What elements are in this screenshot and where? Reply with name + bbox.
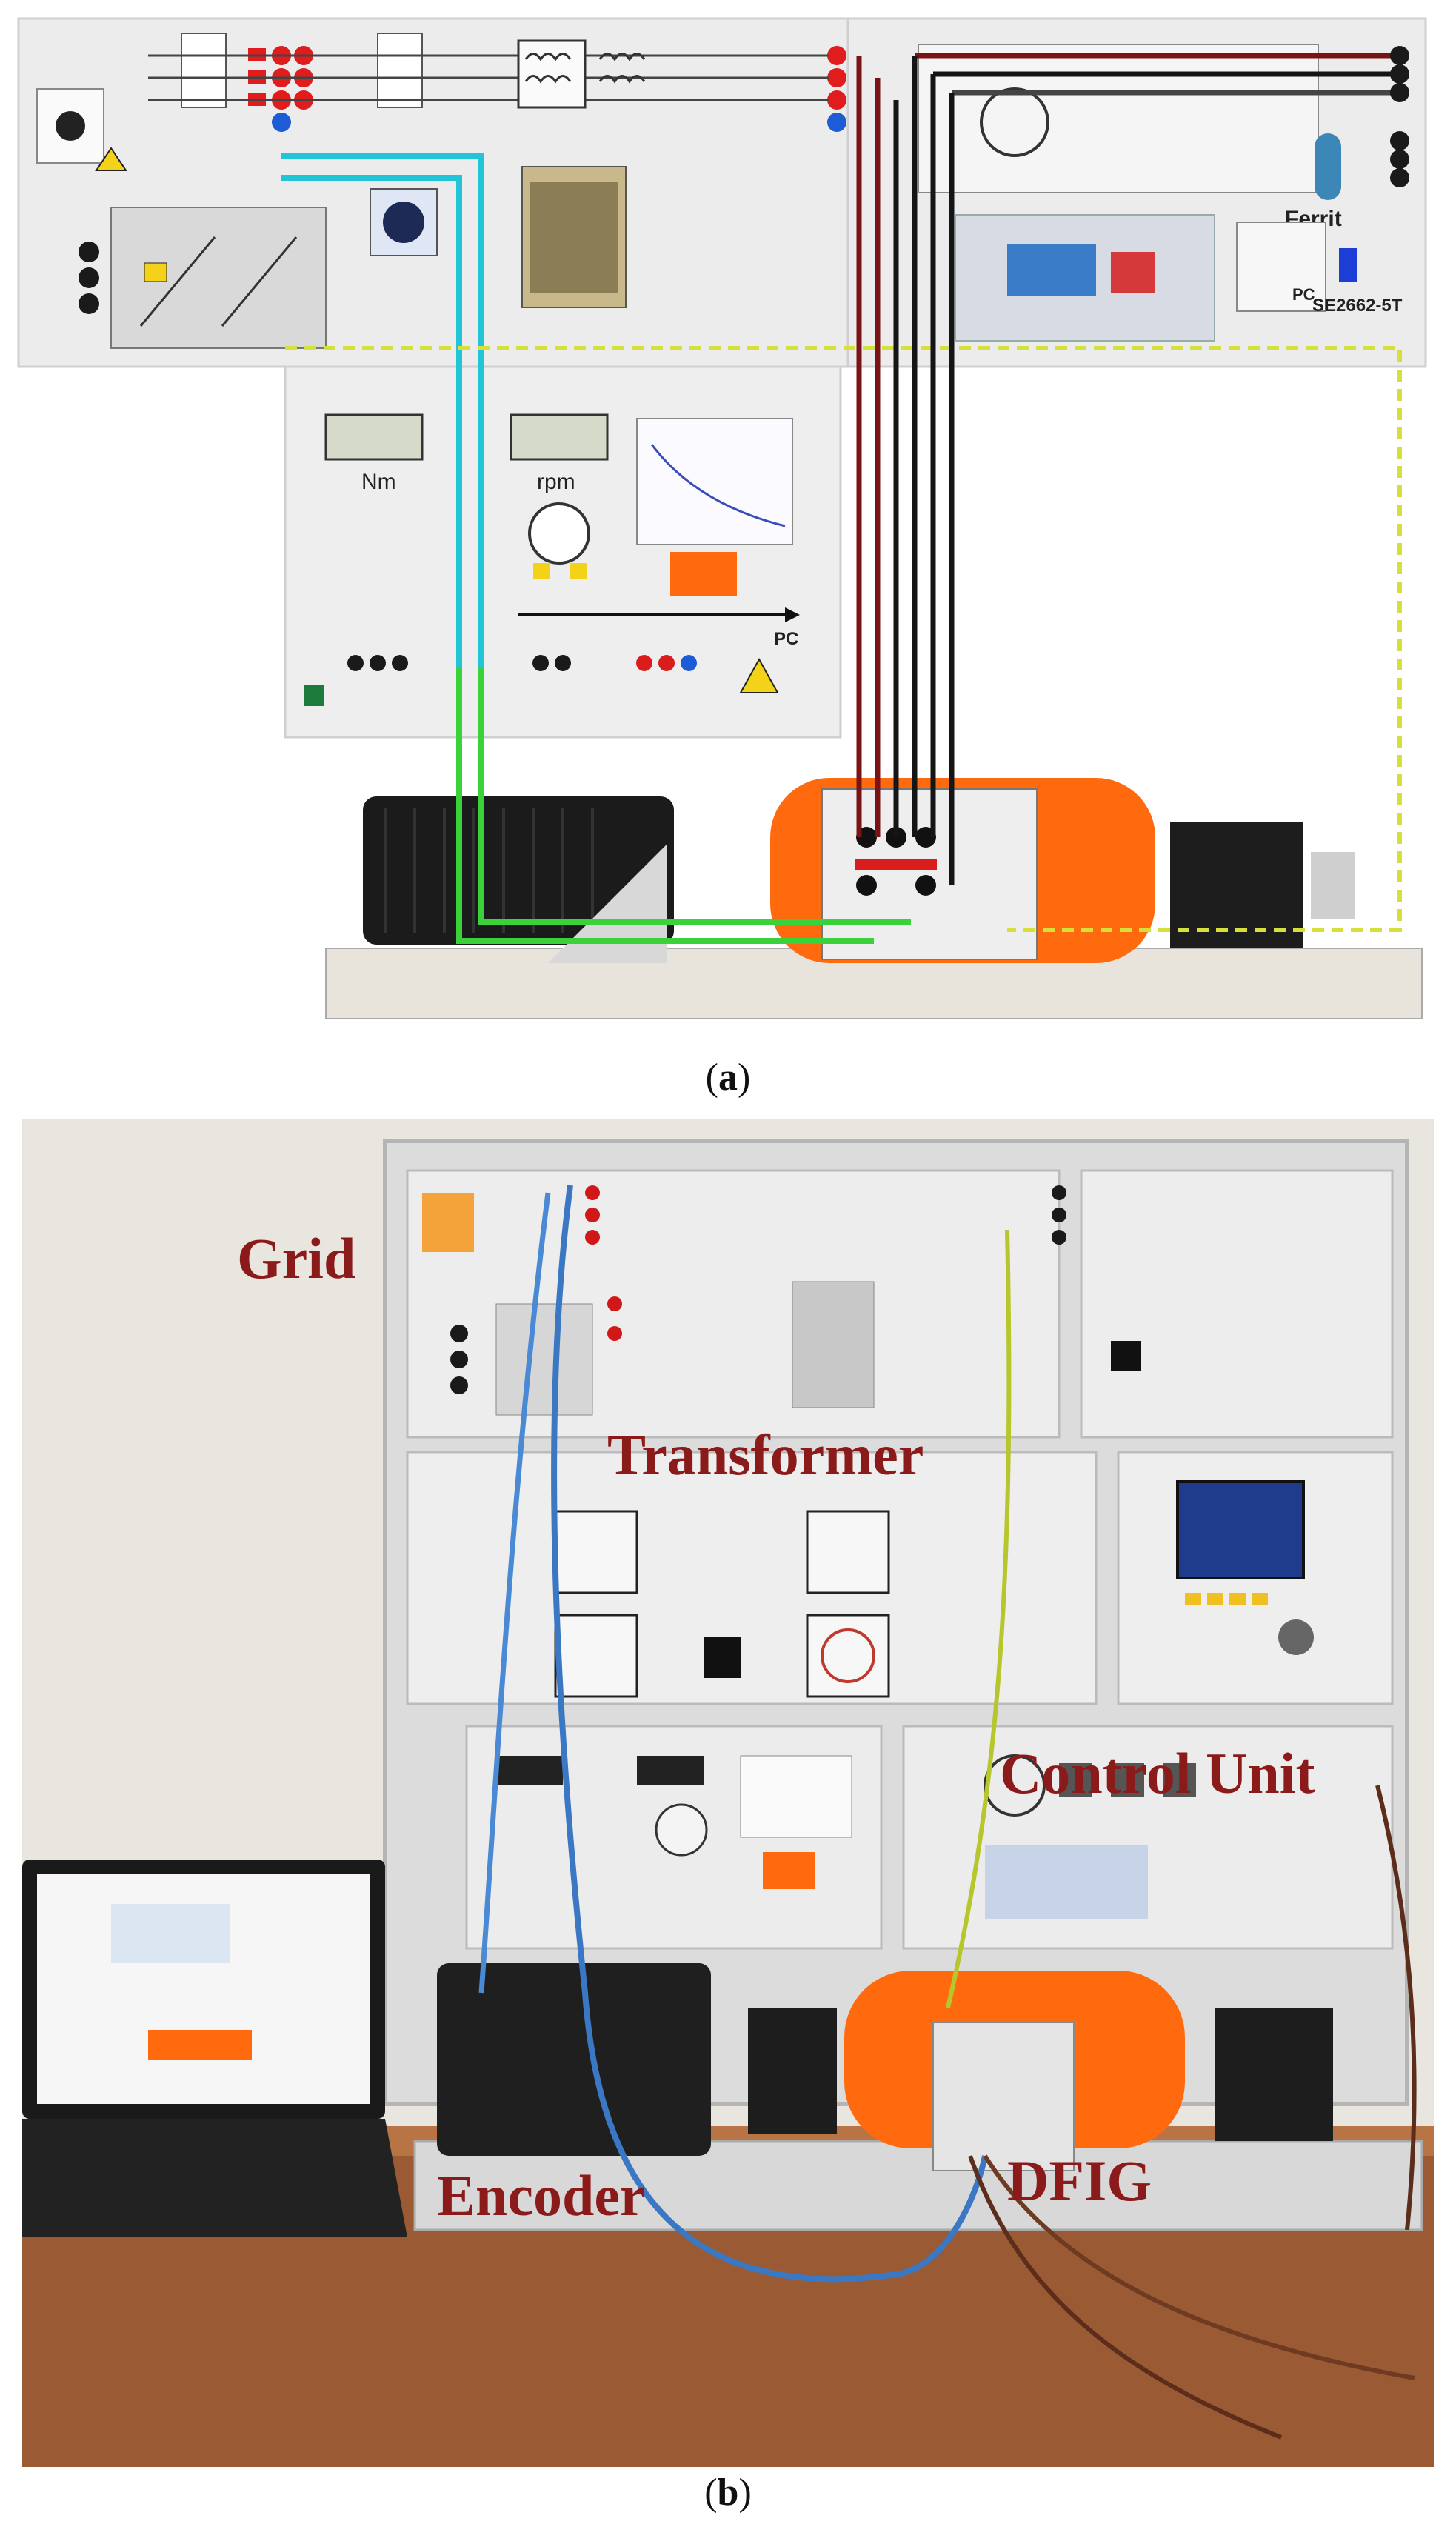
encoder-photo	[1215, 2008, 1333, 2141]
label-control-unit: Control Unit	[1000, 1741, 1315, 1805]
converter-block	[110, 207, 327, 349]
breaker-box	[181, 33, 227, 108]
cable-cyan	[281, 175, 462, 667]
breaker-box	[377, 33, 423, 108]
meter-panel	[406, 1451, 1098, 1705]
cable-green	[456, 667, 874, 944]
cable-blue	[551, 1185, 988, 2283]
encoder-shaft	[1311, 852, 1355, 919]
warning-icon	[739, 657, 779, 693]
control-knob-icon	[1278, 1619, 1314, 1655]
power-cables	[856, 53, 1400, 885]
analog-meter	[554, 1614, 638, 1698]
speed-knob-icon	[528, 502, 590, 565]
analog-meter	[554, 1510, 638, 1594]
pc-label-top: PC	[1292, 285, 1315, 304]
analog-meter	[806, 1614, 890, 1698]
terminal-group-lower	[347, 655, 571, 671]
servo-motor-photo	[437, 1963, 711, 2156]
terminal-blue	[827, 113, 846, 132]
warning-icon	[95, 147, 127, 171]
cable-yellow	[285, 346, 1402, 932]
label-encoder: Encoder	[437, 2163, 646, 2228]
torque-display	[324, 413, 424, 461]
transformer-photo	[792, 1281, 875, 1408]
terminal-group-black	[79, 242, 99, 314]
pc-interface	[1236, 222, 1326, 312]
pc-label-mid: PC	[774, 629, 798, 649]
sensor-label: SE2662-5T	[1312, 296, 1403, 316]
cable-brown	[1375, 1785, 1417, 2231]
figure-b-photo: Grid Transformer Control Unit Encoder DF…	[22, 1119, 1434, 2467]
cable-yellow-green	[946, 1229, 1012, 2008]
ferrite-core	[1315, 133, 1341, 200]
control-screen	[1176, 1480, 1305, 1579]
breaker-orange	[422, 1193, 474, 1252]
rotary-switch	[1111, 1341, 1141, 1371]
figure-a-schematic: Ferrit PC SE2662-5T Nm rpm PC	[17, 17, 1427, 1019]
transformer-coil-icon	[517, 39, 646, 109]
cable-brown	[983, 2154, 1415, 2380]
label-grid: Grid	[237, 1226, 355, 1291]
brake-unit-icon	[670, 552, 737, 596]
power-switch	[304, 685, 324, 706]
machine-symbol-icon	[980, 87, 1049, 157]
caption-a: (a)	[705, 1056, 751, 1099]
speed-unit-label: rpm	[537, 470, 575, 494]
cable-cyan	[281, 153, 484, 667]
encoder-housing	[1170, 822, 1303, 948]
sensor-probe-icon	[1339, 248, 1357, 282]
cable-green	[478, 667, 911, 925]
label-dfig: DFIG	[1007, 2148, 1152, 2213]
caption-b: (b)	[704, 2471, 752, 2514]
terminal-blue	[272, 113, 291, 132]
servo-motor	[363, 796, 674, 945]
coupling-guard	[748, 2008, 837, 2134]
selector-knob-icon	[383, 202, 424, 243]
cable-blue	[478, 1192, 551, 1994]
label-transformer: Transformer	[607, 1422, 924, 1487]
control-diagram	[918, 44, 1319, 193]
cable-brown	[968, 2155, 1283, 2440]
torque-unit-label: Nm	[361, 470, 396, 494]
switch-knob-icon	[56, 111, 85, 141]
dfig-terminal-box	[821, 788, 1038, 960]
speed-display	[510, 413, 609, 461]
panel-terminals-right	[1390, 46, 1409, 187]
laptop-keyboard	[22, 2119, 407, 2237]
motor-bracket	[548, 845, 667, 963]
torque-speed-chart-icon	[636, 418, 793, 545]
analog-meter	[806, 1510, 890, 1594]
